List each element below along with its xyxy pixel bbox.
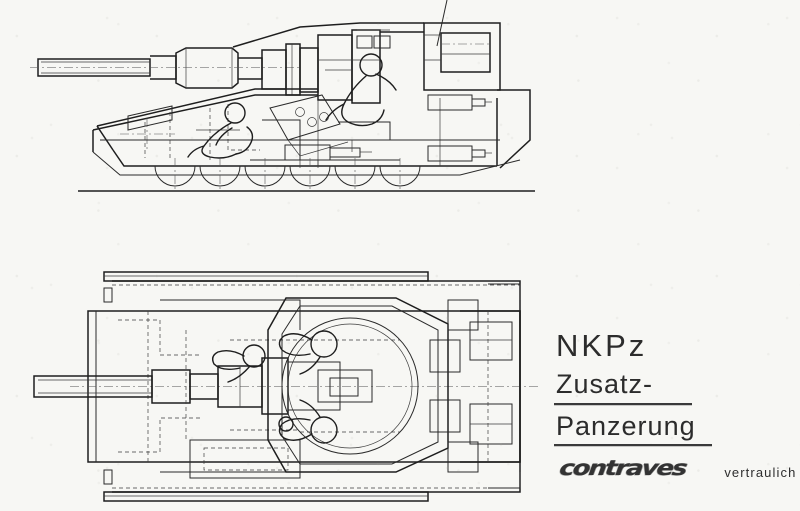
side-elevation-view (30, 22, 535, 192)
rear-stowage-cylinders (427, 94, 492, 162)
drawing-title-line-2: Zusatz- (556, 369, 654, 399)
gun-breech-plan (287, 339, 400, 433)
bow-detail (103, 287, 200, 485)
title-underline-1 (554, 402, 692, 405)
road-wheels (154, 158, 421, 190)
drawing-title-line-1: NKPz (556, 328, 648, 363)
hull-plan-panels (160, 299, 301, 479)
title-block: NKPz Zusatz- Panzerung contraves vertrau… (552, 330, 796, 505)
hull-interior-detail (144, 104, 301, 160)
crew-figures-plan (211, 330, 338, 444)
plan-view (33, 271, 540, 502)
hull-applique-armour (92, 88, 318, 152)
logo-and-classification-row: contraves vertraulich (558, 456, 796, 480)
contraves-logo: contraves (558, 456, 688, 480)
ammunition-feed-ramp (269, 94, 349, 157)
turret-side-profile (232, 22, 424, 104)
gun-breech-assembly (250, 144, 400, 168)
driver-figure (187, 102, 254, 159)
turret-roof-hatches (356, 29, 391, 49)
gunner-figure (325, 53, 397, 152)
drawing-title-line-3-wrap: Panzerung (556, 410, 796, 441)
classification-marking: vertraulich (724, 465, 797, 480)
hull-plan-outline (70, 280, 540, 493)
turret-bustle-box (423, 22, 501, 91)
gun-mantlet (261, 43, 319, 96)
main-gun-barrel (30, 47, 300, 89)
drawing-title-line-2-wrap: Zusatz- (556, 370, 796, 399)
title-underline-2 (554, 444, 712, 447)
engine-deck-panels (429, 283, 521, 489)
drawing-title-line-3: Panzerung (556, 410, 696, 441)
